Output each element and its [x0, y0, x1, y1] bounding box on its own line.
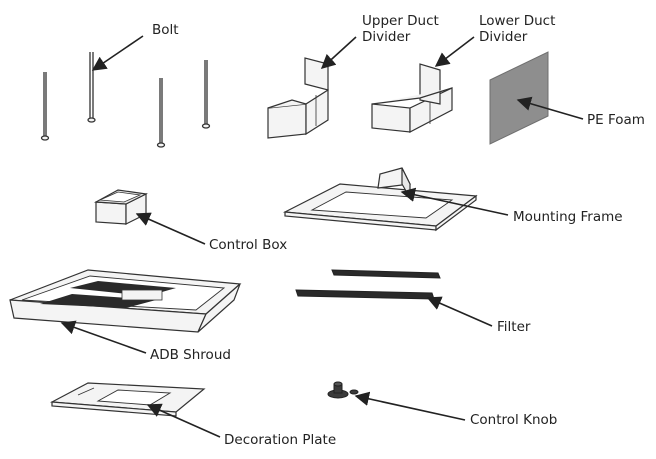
bolt-3	[156, 78, 166, 148]
label-filter: Filter	[497, 319, 531, 335]
label-adb-shroud: ADB Shroud	[150, 347, 231, 363]
arrow-lower-duct-divider	[434, 36, 475, 67]
label-bolt: Bolt	[152, 22, 179, 38]
arrow-upper-duct-divider	[320, 36, 357, 69]
arrow-control-knob	[354, 391, 466, 421]
leader-arrows	[60, 35, 584, 438]
label-decoration-plate: Decoration Plate	[224, 432, 337, 448]
bolt-4	[201, 60, 211, 129]
mounting-frame-part	[282, 167, 478, 232]
filter-parts	[295, 269, 441, 300]
label-upper-duct-divider-line2: Divider	[362, 29, 411, 45]
arrow-filter	[426, 296, 493, 327]
arrow-mounting-frame	[400, 187, 509, 216]
arrow-adb-shroud	[60, 320, 147, 354]
label-upper-duct-divider: Upper Duct Divider	[362, 13, 439, 45]
lower-duct-divider-part	[371, 63, 453, 133]
arrow-decoration-plate	[146, 403, 221, 438]
label-lower-duct-divider-line1: Lower Duct	[479, 13, 556, 29]
label-mounting-frame: Mounting Frame	[513, 209, 623, 225]
decoration-plate-part	[49, 382, 206, 417]
arrow-bolt	[91, 35, 144, 71]
bolt-2	[87, 52, 96, 123]
label-control-box: Control Box	[209, 237, 288, 253]
control-knob-part	[327, 381, 359, 399]
control-box-part	[93, 189, 148, 225]
bolt-1	[40, 72, 50, 141]
upper-duct-divider-part	[267, 57, 329, 139]
arrow-control-box	[135, 212, 206, 245]
arrow-pe-foam	[516, 96, 584, 120]
label-pe-foam: PE Foam	[587, 112, 645, 128]
label-upper-duct-divider-line1: Upper Duct	[362, 13, 439, 29]
pe-foam-part	[489, 51, 549, 145]
label-lower-duct-divider: Lower Duct Divider	[479, 13, 555, 45]
bolt-parts	[40, 52, 211, 148]
label-lower-duct-divider-line2: Divider	[479, 29, 528, 45]
adb-shroud-part	[9, 269, 242, 333]
label-control-knob: Control Knob	[470, 412, 558, 428]
